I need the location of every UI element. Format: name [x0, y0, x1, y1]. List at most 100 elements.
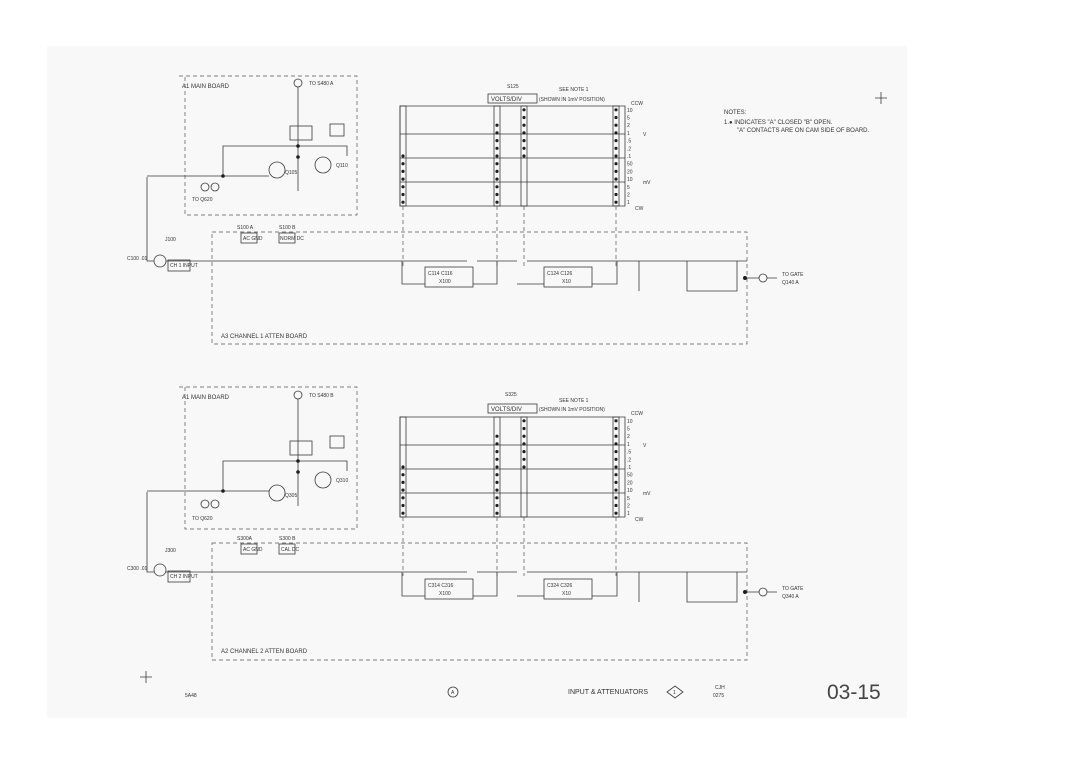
switch-contact-dot [522, 442, 526, 446]
switch-contact-dot [495, 146, 499, 150]
ch1-atten-board: S100 A S100 B AC GND NORM DC J100 C100 .… [127, 177, 804, 345]
ch1-q110-label: Q110 [336, 163, 348, 169]
ch2-x10-caps: C324 C326 [547, 583, 573, 589]
ch1-x100-attenuator [424, 266, 474, 288]
switch-contact-dot [614, 185, 618, 189]
switch-contact-dot [495, 457, 499, 461]
ch1-switch-id: S125 [507, 84, 519, 90]
switch-contact-dot [614, 511, 618, 515]
switch-contact-dot [614, 146, 618, 150]
ch2-q305-label: Q305 [285, 493, 297, 499]
ch1-x10-label: X10 [562, 279, 571, 285]
ch2-to-s480: TO S480 B [309, 393, 334, 399]
switch-contact-dot [614, 162, 618, 166]
dial-position-value: 5 [627, 116, 630, 122]
switch-contact-dot [614, 115, 618, 120]
switch-contact-dot [522, 154, 526, 158]
switch-contact-dot [401, 162, 405, 166]
switch-contact-dot [401, 465, 405, 469]
ch1-input-connector [153, 254, 167, 268]
ch2-switch-b: S300 B [279, 536, 296, 542]
switch-contact-dot [614, 480, 618, 484]
dial-position-value: .2 [627, 146, 631, 152]
switch-contact-dot [522, 146, 526, 150]
ch2-switch-id: S325 [505, 392, 517, 398]
ch2-volts-div-label: VOLTS/DIV [491, 407, 522, 413]
switch-contact-dot [495, 131, 499, 135]
switch-contact-dot [495, 162, 499, 166]
marker-circle [447, 686, 459, 698]
ch1-norm-dc: NORM DC [280, 236, 304, 242]
ch1-ccw: CCW [631, 101, 643, 107]
ch2-ccw: CCW [631, 411, 643, 417]
ch2-see-note: SEE NOTE 1 [559, 398, 589, 404]
ch1-connector-id: J100 [165, 237, 176, 243]
ch1-to-gate: TO GATE [782, 272, 804, 278]
schematic-sheet: NOTES: 1.● INDICATES "A" CLOSED "B" OPEN… [47, 46, 907, 718]
switch-contact-dot [522, 115, 526, 120]
ch2-cw: CW [635, 517, 644, 523]
ch2-x100-label: X100 [439, 591, 451, 597]
switch-contact-dot [495, 185, 499, 189]
ch1-volts-div-switch: S125 SEE NOTE 1 VOLTS/DIV (SHOWN IN 1mV … [399, 84, 651, 266]
diagram-number: 1 [673, 690, 676, 696]
dial-position-value: 10 [627, 419, 633, 425]
ch1-to-q620: TO Q620 [192, 197, 213, 203]
ch1-cw: CW [635, 206, 644, 212]
switch-contact-dot [495, 511, 499, 515]
ch2-main-board: A1 MAIN BOARD TO S480 B Q310 Q305 TO Q62… [147, 386, 358, 530]
switch-contact-dot [522, 139, 526, 143]
switch-contact-dot [495, 450, 499, 454]
ch2-x100-attenuator [424, 578, 474, 600]
ch2-switch-a: S300A [237, 536, 253, 542]
switch-contact-dot [495, 442, 499, 446]
ch2-connector-id: J300 [165, 548, 176, 554]
diagram-title: INPUT & ATTENUATORS [568, 689, 648, 696]
switch-contact-dot [614, 465, 618, 469]
ch2-x10-attenuator [543, 578, 593, 600]
switch-contact-dot [401, 169, 405, 173]
ch1-x100-label: X100 [439, 279, 451, 285]
ch1-gate-ref: Q140 A [782, 280, 799, 286]
ch1-q105-label: Q105 [285, 170, 297, 176]
ch2-input-label: CH 2 INPUT [170, 574, 198, 580]
switch-contact-dot [614, 177, 618, 181]
switch-contact-dot [522, 123, 526, 127]
switch-contact-dot [401, 177, 405, 181]
dial-volts-unit: V [643, 132, 647, 138]
switch-contact-dot [495, 177, 499, 181]
dial-position-value: 50 [627, 473, 633, 479]
dial-position-value: 2 [627, 504, 630, 510]
notes-line-2: "A" CONTACTS ARE ON CAM SIDE OF BOARD. [737, 128, 869, 134]
switch-contact-dot [495, 480, 499, 484]
switch-contact-dot [401, 511, 405, 515]
ch2-input-connector [153, 563, 167, 577]
ch2-x100-caps: C314 C316 [428, 583, 454, 589]
date-top: CJH [715, 685, 725, 691]
switch-contact-dot [614, 200, 618, 204]
dial-position-value: .2 [627, 457, 631, 463]
ch1-ac-gnd: AC GND [243, 236, 263, 242]
switch-contact-dot [401, 496, 405, 500]
ch2-atten-board: S300A S300 B AC GND CAL DC J300 C300 .01… [127, 492, 804, 661]
ch1-see-note: SEE NOTE 1 [559, 87, 589, 93]
dial-position-value: 1 [627, 511, 630, 517]
dial-position-value: 5 [627, 427, 630, 433]
switch-contact-dot [614, 154, 618, 158]
switch-contact-dot [401, 503, 405, 508]
switch-contact-dot [495, 503, 499, 508]
switch-contact-dot [522, 131, 526, 135]
switch-contact-dot [522, 457, 526, 461]
ch2-q310-label: Q310 [336, 478, 348, 484]
ch1-volts-div-label: VOLTS/DIV [491, 97, 522, 103]
dial-position-value: 10 [627, 108, 633, 114]
dial-millivolts-unit: mV [643, 180, 651, 186]
ch2-q305-symbol [268, 484, 286, 502]
page-number: 03-15 [827, 681, 881, 704]
switch-contact-dot [495, 192, 499, 197]
notes-line-1: 1.● INDICATES "A" CLOSED "B" OPEN. [724, 120, 833, 126]
switch-contact-dot [614, 426, 618, 431]
ch2-connector-value: C300 .01 [127, 566, 148, 572]
ch1-to-s480: TO S480 A [309, 81, 334, 87]
switch-contact-dot [495, 200, 499, 204]
